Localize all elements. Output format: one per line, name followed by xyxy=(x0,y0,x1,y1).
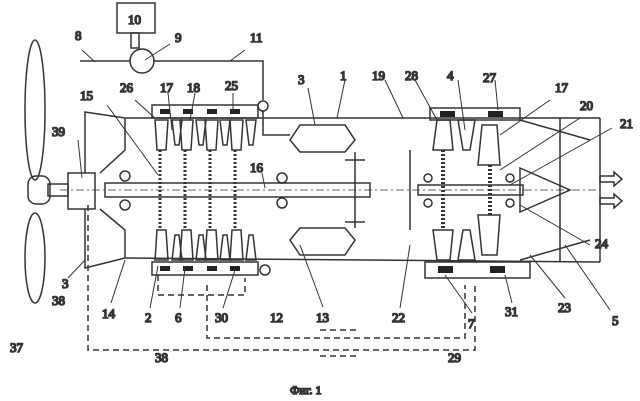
control-lines xyxy=(88,205,475,356)
label-18: 18 xyxy=(187,80,200,95)
figure-caption: Фиг. 1 xyxy=(290,383,321,397)
label-29: 29 xyxy=(448,350,461,365)
label-23: 23 xyxy=(558,300,571,315)
label-20: 20 xyxy=(580,98,593,113)
label-17-compressor: 17 xyxy=(160,80,174,95)
label-30: 30 xyxy=(215,310,228,325)
bearings xyxy=(120,171,514,210)
label-3-top: 3 xyxy=(298,72,305,87)
label-19: 19 xyxy=(372,68,385,83)
label-25: 25 xyxy=(225,78,238,93)
label-5: 5 xyxy=(612,313,619,328)
label-10: 10 xyxy=(128,12,141,27)
label-31: 31 xyxy=(505,304,518,319)
label-2: 2 xyxy=(145,310,152,325)
label-13: 13 xyxy=(316,310,329,325)
label-6: 6 xyxy=(175,310,182,325)
label-26: 26 xyxy=(120,80,134,95)
label-3-bottom: 3 xyxy=(62,276,69,291)
exhaust-arrows xyxy=(600,172,622,208)
label-37: 37 xyxy=(10,340,24,355)
label-14: 14 xyxy=(102,306,116,321)
propeller xyxy=(25,40,68,303)
label-38-left: 38 xyxy=(52,293,65,308)
label-24: 24 xyxy=(595,236,609,251)
label-39: 39 xyxy=(52,124,65,139)
label-8: 8 xyxy=(75,28,82,43)
label-9: 9 xyxy=(175,30,182,45)
label-11: 11 xyxy=(250,30,263,45)
label-27: 27 xyxy=(483,70,497,85)
gearbox xyxy=(68,173,95,209)
label-28: 28 xyxy=(405,68,418,83)
label-16: 16 xyxy=(250,160,264,175)
label-12: 12 xyxy=(270,310,283,325)
label-22: 22 xyxy=(392,310,405,325)
label-17-turbine: 17 xyxy=(555,80,569,95)
label-21: 21 xyxy=(620,116,633,131)
reference-labels: 10 8 9 11 3 1 19 28 4 27 17 20 21 39 15 … xyxy=(10,12,633,397)
label-4: 4 xyxy=(447,68,454,83)
label-7: 7 xyxy=(468,316,475,331)
label-1: 1 xyxy=(340,68,347,83)
label-15: 15 xyxy=(80,88,93,103)
label-38-bottom: 38 xyxy=(155,350,168,365)
